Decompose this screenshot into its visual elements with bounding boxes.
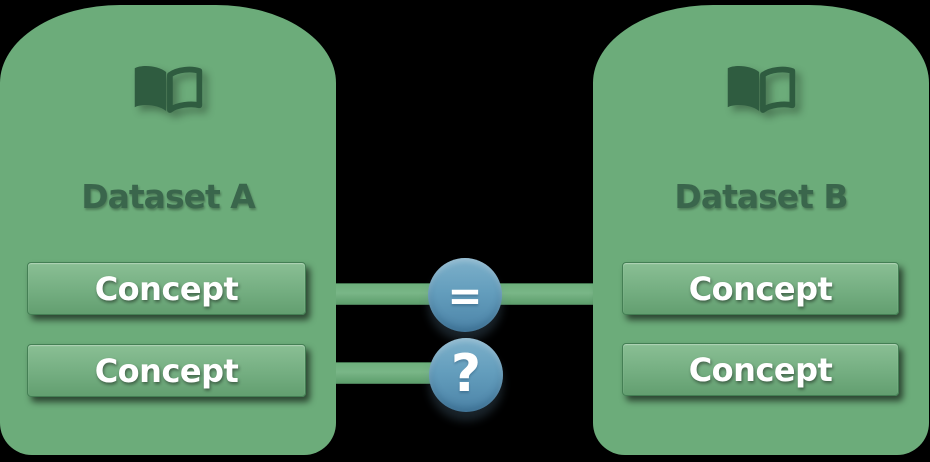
open-book-icon (130, 62, 206, 122)
dataset-b-title: Dataset B (674, 177, 848, 216)
equal-sign-label: = (447, 271, 483, 320)
dataset-b-concept-box-1: Concept (622, 262, 899, 315)
question-badge: ? (429, 338, 503, 412)
question-mark-label: ? (450, 344, 482, 404)
dataset-b-concept-box-2: Concept (622, 343, 899, 396)
concept-label: Concept (688, 269, 833, 308)
concept-label: Concept (94, 351, 239, 390)
open-book-icon (723, 62, 799, 122)
concept-label: Concept (688, 350, 833, 389)
dataset-a-concept-box-2: Concept (27, 344, 306, 397)
dataset-a-title: Dataset A (81, 177, 256, 216)
dataset-a-concept-box-1: Concept (27, 262, 306, 315)
concept-label: Concept (94, 269, 239, 308)
equal-badge: = (428, 258, 502, 332)
